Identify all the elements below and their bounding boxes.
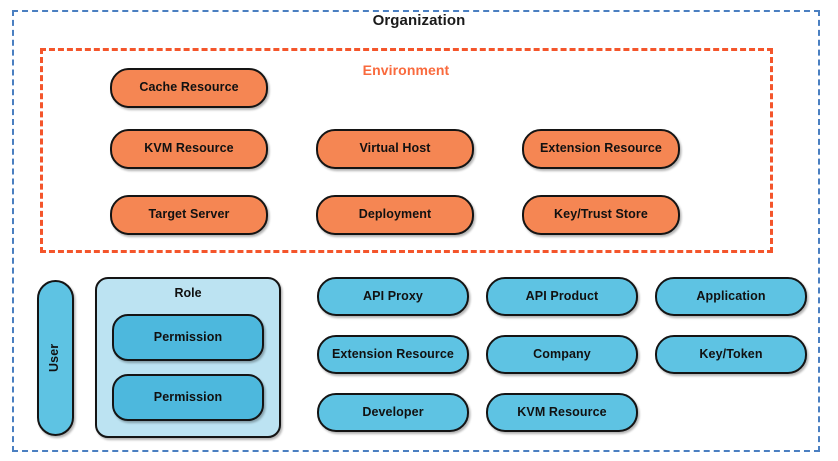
node-label: Company <box>533 346 591 361</box>
organization-title: Organization <box>372 12 466 29</box>
node-label: Key/Token <box>699 346 763 361</box>
org-node-kvm-resource[interactable]: KVM Resource <box>486 393 638 432</box>
node-label: Cache Resource <box>139 80 239 95</box>
node-label: Deployment <box>358 207 432 222</box>
env-node-cache-resource[interactable]: Cache Resource <box>110 68 268 108</box>
permission-node-permission[interactable]: Permission <box>112 314 264 361</box>
node-label: KVM Resource <box>144 141 234 156</box>
env-node-virtual-host[interactable]: Virtual Host <box>316 129 474 169</box>
node-label: Developer <box>362 404 424 419</box>
node-label: Extension Resource <box>332 346 454 361</box>
node-label: User <box>47 343 62 373</box>
env-node-key-trust-store[interactable]: Key/Trust Store <box>522 195 680 235</box>
org-node-company[interactable]: Company <box>486 335 638 374</box>
env-node-deployment[interactable]: Deployment <box>316 195 474 235</box>
role-label: Role <box>174 286 202 300</box>
node-label: Application <box>696 288 766 303</box>
env-node-kvm-resource[interactable]: KVM Resource <box>110 129 268 169</box>
env-node-target-server[interactable]: Target Server <box>110 195 268 235</box>
org-node-api-product[interactable]: API Product <box>486 277 638 316</box>
environment-title: Environment <box>362 62 450 78</box>
node-label: API Product <box>525 288 599 303</box>
organization-frame <box>12 10 820 452</box>
org-node-application[interactable]: Application <box>655 277 807 316</box>
node-label: Permission <box>153 389 223 404</box>
org-node-key-token[interactable]: Key/Token <box>655 335 807 374</box>
org-node-user[interactable]: User <box>37 280 74 436</box>
org-node-developer[interactable]: Developer <box>317 393 469 432</box>
node-label: API Proxy <box>363 288 423 303</box>
env-node-extension-resource[interactable]: Extension Resource <box>522 129 680 169</box>
org-node-api-proxy[interactable]: API Proxy <box>317 277 469 316</box>
permission-node-permission[interactable]: Permission <box>112 374 264 421</box>
node-label: Key/Trust Store <box>554 207 648 222</box>
node-label: Extension Resource <box>540 141 662 156</box>
environment-frame <box>40 48 773 253</box>
node-label: KVM Resource <box>517 404 607 419</box>
node-label: Permission <box>153 329 223 344</box>
node-label: Virtual Host <box>359 141 431 156</box>
node-label: Target Server <box>148 207 230 222</box>
org-node-extension-resource[interactable]: Extension Resource <box>317 335 469 374</box>
